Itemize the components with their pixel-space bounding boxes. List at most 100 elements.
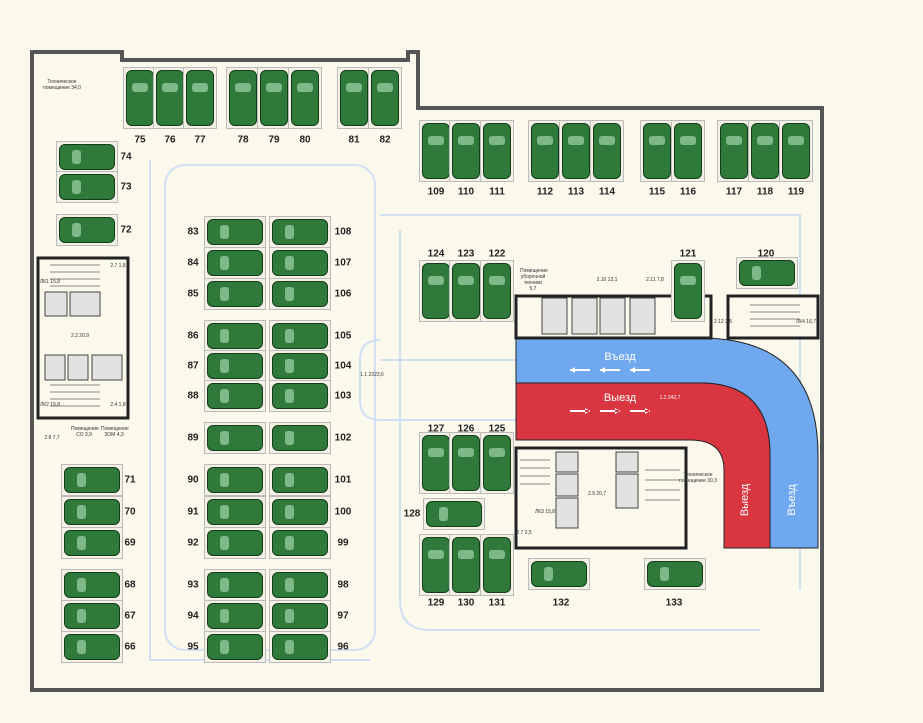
parking-spot-128[interactable]: [423, 498, 485, 530]
parking-spot-88[interactable]: [204, 380, 266, 412]
room-cleaning: Помещение уборочной техники 5,7: [520, 268, 548, 292]
parking-spot-72[interactable]: [56, 214, 118, 246]
parking-spot-82[interactable]: [368, 67, 402, 129]
parking-spot-90[interactable]: [204, 464, 266, 496]
spot-number: 79: [268, 134, 280, 146]
parking-spot-122[interactable]: [480, 260, 514, 322]
parking-spot-81[interactable]: [337, 67, 371, 129]
spot-number: 108: [334, 226, 352, 238]
parking-spot-91[interactable]: [204, 496, 266, 528]
parking-spot-120[interactable]: [736, 257, 798, 289]
room-2-9: 2.9 20,7: [587, 491, 607, 497]
parking-spot-68[interactable]: [61, 569, 123, 601]
parking-spot-67[interactable]: [61, 600, 123, 632]
exit-ramp-label: Выезд: [603, 392, 637, 404]
parking-spot-106[interactable]: [269, 278, 331, 310]
spot-number: 69: [124, 537, 136, 549]
spot-number: 120: [757, 248, 775, 260]
room-co: Помещение СО 3,9: [71, 426, 99, 438]
parking-spot-103[interactable]: [269, 380, 331, 412]
parking-spot-107[interactable]: [269, 247, 331, 279]
parking-spot-123[interactable]: [449, 260, 483, 322]
spot-number: 100: [334, 506, 352, 518]
parking-spot-109[interactable]: [419, 120, 453, 182]
car-icon: [59, 174, 115, 200]
parking-spot-92[interactable]: [204, 527, 266, 559]
parking-spot-70[interactable]: [61, 496, 123, 528]
parking-spot-74[interactable]: [56, 141, 118, 173]
spot-number: 109: [427, 186, 445, 198]
parking-spot-98[interactable]: [269, 569, 331, 601]
parking-spot-66[interactable]: [61, 631, 123, 663]
parking-spot-84[interactable]: [204, 247, 266, 279]
car-icon: [674, 263, 702, 319]
parking-spot-129[interactable]: [419, 534, 453, 596]
car-icon: [272, 250, 328, 276]
spot-number: 96: [337, 641, 349, 653]
parking-spot-121[interactable]: [671, 260, 705, 322]
spot-number: 121: [679, 248, 697, 260]
parking-spot-76[interactable]: [153, 67, 187, 129]
parking-spot-104[interactable]: [269, 350, 331, 382]
parking-spot-80[interactable]: [288, 67, 322, 129]
parking-spot-108[interactable]: [269, 216, 331, 248]
spot-number: 101: [334, 474, 352, 486]
spot-number: 125: [488, 423, 506, 435]
car-icon: [291, 70, 319, 126]
parking-spot-94[interactable]: [204, 600, 266, 632]
parking-spot-131[interactable]: [480, 534, 514, 596]
car-icon: [64, 634, 120, 660]
parking-spot-71[interactable]: [61, 464, 123, 496]
parking-spot-89[interactable]: [204, 422, 266, 454]
parking-spot-113[interactable]: [559, 120, 593, 182]
exit-ramp: [515, 382, 771, 549]
parking-spot-132[interactable]: [528, 558, 590, 590]
parking-spot-124[interactable]: [419, 260, 453, 322]
car-icon: [739, 260, 795, 286]
parking-spot-85[interactable]: [204, 278, 266, 310]
parking-spot-96[interactable]: [269, 631, 331, 663]
parking-spot-77[interactable]: [183, 67, 217, 129]
spot-number: 78: [237, 134, 249, 146]
parking-spot-78[interactable]: [226, 67, 260, 129]
parking-spot-83[interactable]: [204, 216, 266, 248]
parking-spot-95[interactable]: [204, 631, 266, 663]
spot-number: 123: [457, 248, 475, 260]
parking-spot-110[interactable]: [449, 120, 483, 182]
parking-spot-114[interactable]: [590, 120, 624, 182]
parking-spot-127[interactable]: [419, 432, 453, 494]
parking-spot-105[interactable]: [269, 320, 331, 352]
parking-spot-116[interactable]: [671, 120, 705, 182]
car-icon: [422, 435, 450, 491]
parking-spot-102[interactable]: [269, 422, 331, 454]
parking-spot-79[interactable]: [257, 67, 291, 129]
spot-number: 131: [488, 597, 506, 609]
parking-spot-133[interactable]: [644, 558, 706, 590]
car-icon: [422, 123, 450, 179]
parking-spot-69[interactable]: [61, 527, 123, 559]
parking-spot-101[interactable]: [269, 464, 331, 496]
parking-spot-99[interactable]: [269, 527, 331, 559]
parking-spot-115[interactable]: [640, 120, 674, 182]
spot-number: 85: [187, 288, 199, 300]
parking-spot-111[interactable]: [480, 120, 514, 182]
parking-spot-119[interactable]: [779, 120, 813, 182]
parking-spot-75[interactable]: [123, 67, 157, 129]
parking-spot-100[interactable]: [269, 496, 331, 528]
parking-spot-87[interactable]: [204, 350, 266, 382]
parking-spot-126[interactable]: [449, 432, 483, 494]
parking-spot-86[interactable]: [204, 320, 266, 352]
parking-spot-125[interactable]: [480, 432, 514, 494]
car-icon: [272, 383, 328, 409]
parking-spot-93[interactable]: [204, 569, 266, 601]
entry-ramp-label: Въезд: [604, 351, 636, 363]
spot-number: 87: [187, 360, 199, 372]
parking-spot-117[interactable]: [717, 120, 751, 182]
parking-spot-73[interactable]: [56, 171, 118, 203]
car-icon: [452, 537, 480, 593]
parking-spot-130[interactable]: [449, 534, 483, 596]
parking-spot-112[interactable]: [528, 120, 562, 182]
parking-spot-118[interactable]: [748, 120, 782, 182]
parking-spot-97[interactable]: [269, 600, 331, 632]
